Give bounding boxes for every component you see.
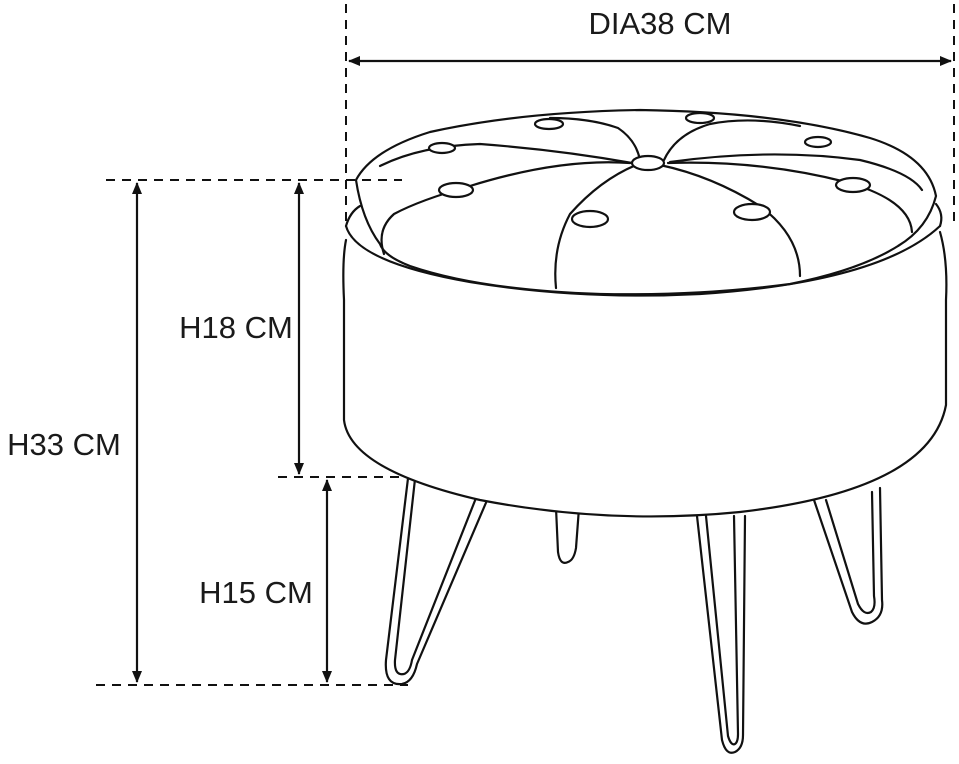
dimension-guides [96, 4, 955, 686]
leg-back-left [554, 506, 581, 564]
tuft-button [834, 176, 872, 194]
leg-front-left [384, 468, 490, 686]
leg-front-right [695, 514, 747, 754]
tuft-button [684, 111, 716, 125]
tuft-button [533, 117, 565, 131]
cushion-outline [354, 108, 938, 296]
tuft-button [803, 135, 833, 149]
tuft-button [732, 202, 772, 222]
tuft-button [427, 141, 457, 155]
diameter-label: DIA38 CM [589, 6, 732, 41]
ottoman-body [342, 230, 948, 518]
total-height-label: H33 CM [7, 427, 121, 462]
tufted-cushion [354, 108, 938, 296]
tuft-button [570, 209, 610, 229]
tuft-button [437, 181, 475, 199]
tuft-button-center [630, 154, 666, 172]
leg-back-right [812, 486, 884, 625]
seat-height-label: H18 CM [179, 310, 293, 345]
hairpin-legs [384, 468, 884, 754]
leg-height-label: H15 CM [199, 575, 313, 610]
